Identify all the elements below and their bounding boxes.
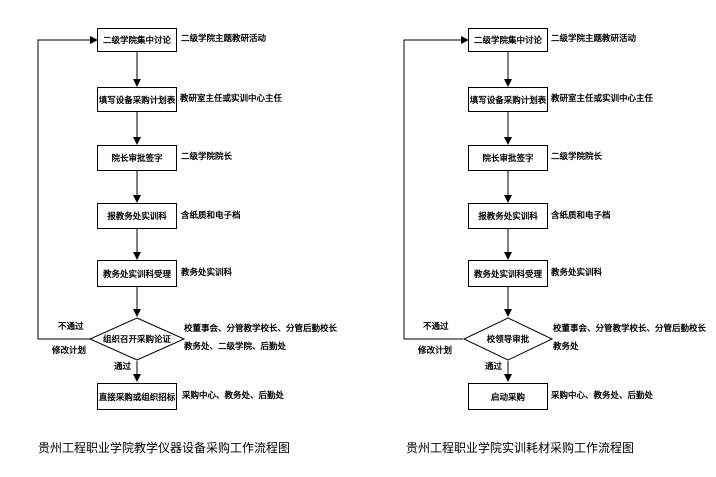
right-decision-note-1: 校董事会、分管教学校长、分管后勤校长 <box>553 324 707 334</box>
left-final-step: 直接采购或组织招标 <box>97 383 177 410</box>
right-reject-label: 不通过 <box>423 322 449 332</box>
left-step-4: 报教务处实训科 <box>97 203 177 229</box>
left-caption: 贵州工程职业学院教学仪器设备采购工作流程图 <box>38 441 291 455</box>
right-step-1: 二级学院集中讨论 <box>468 28 548 52</box>
left-step-5: 教务处实训科受理 <box>97 260 177 287</box>
left-pass-label: 通过 <box>114 362 132 372</box>
right-final-step: 启动采购 <box>468 383 548 410</box>
right-caption: 贵州工程职业学院实训耗材采购工作流程图 <box>406 441 635 455</box>
right-note-3: 二级学院院长 <box>551 152 603 162</box>
right-note-1: 二级学院主题教研活动 <box>551 34 637 44</box>
right-note-5: 教务处实训科 <box>551 268 603 278</box>
right-decision-label: 校领导审批 <box>486 335 530 345</box>
right-step-2: 填写设备采购计划表 <box>468 87 548 112</box>
right-step-5: 教务处实训科受理 <box>468 260 548 287</box>
left-note-4: 含纸质和电子档 <box>181 211 241 221</box>
right-note-4: 含纸质和电子档 <box>551 211 611 221</box>
right-decision-diamond <box>462 317 554 361</box>
right-revise-label: 修改计划 <box>418 346 453 356</box>
left-decision-note-2: 教务处、二级学院、后勤处 <box>184 342 287 352</box>
left-note-1: 二级学院主题教研活动 <box>181 34 267 44</box>
left-note-3: 二级学院院长 <box>181 152 233 162</box>
right-step-4: 报教务处实训科 <box>468 203 548 229</box>
left-step-1: 二级学院集中讨论 <box>97 28 177 52</box>
left-revise-label: 修改计划 <box>52 346 87 356</box>
right-feedback-loop <box>403 36 469 340</box>
left-step-3: 院长审批签字 <box>97 145 177 171</box>
left-decision-label: 组织召开采购论证 <box>102 335 172 345</box>
right-final-note: 采购中心、教务处、后勤处 <box>551 391 654 401</box>
left-step-2: 填写设备采购计划表 <box>97 87 177 112</box>
left-decision-diamond <box>88 317 186 361</box>
left-final-note: 采购中心、教务处、后勤处 <box>182 391 285 401</box>
right-decision-note-2: 教务处 <box>553 342 579 352</box>
left-note-5: 教务处实训科 <box>181 268 233 278</box>
left-note-2: 教研室主任或实训中心主任 <box>180 94 283 104</box>
right-step-3: 院长审批签字 <box>468 145 548 171</box>
left-decision-note-1: 校董事会、分管教学校长、分管后勤校长 <box>184 324 338 334</box>
left-feedback-loop <box>37 36 98 340</box>
right-note-2: 教研室主任或实训中心主任 <box>551 94 654 104</box>
left-reject-label: 不通过 <box>58 322 84 332</box>
right-pass-label: 通过 <box>485 362 503 372</box>
